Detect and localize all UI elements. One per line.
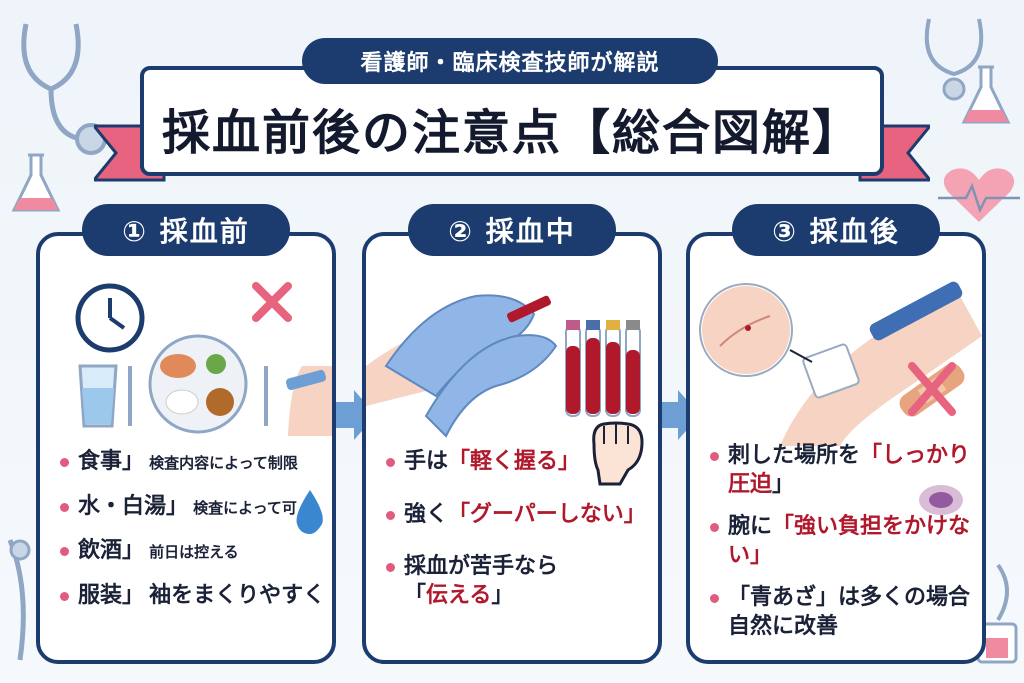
list-item: 水・白湯」 検査によって可 — [58, 493, 326, 522]
list-item: 食事」 検査内容によって制限 — [58, 448, 326, 477]
title-banner: 採血前後の注意点【総合図解】 — [140, 66, 884, 176]
during-list: 手は「軽く握る」 強く「グーパーしない」 採血が苦手なら「伝える」 — [384, 448, 652, 634]
panel-during: 手は「軽く握る」 強く「グーパーしない」 採血が苦手なら「伝える」 — [362, 232, 662, 664]
water-drop-icon — [296, 490, 323, 534]
list-item: 採血が苦手なら「伝える」 — [384, 553, 652, 610]
list-item: 手は「軽く握る」 — [384, 448, 652, 477]
bandage-icon — [899, 362, 965, 417]
list-item: 強く「グーパーしない」 — [384, 501, 652, 530]
after-list: 刺した場所を「しっかり圧迫」 腕に「強い負担をかけない」 「青あざ」は多くの場合… — [708, 442, 976, 656]
gloved-hands-icon — [366, 294, 558, 438]
during-illustration — [366, 294, 641, 438]
clock-icon — [75, 283, 145, 353]
subtitle-badge: 看護師・臨床検査技師が解説 — [302, 38, 718, 84]
page-title: 採血前後の注意点【総合図解】 — [161, 105, 862, 161]
before-list: 食事」 検査内容によって制限 水・白湯」 検査によって可 飲酒」 前日は控える … — [58, 448, 326, 626]
meal-plate-icon — [148, 334, 248, 434]
step-label-before: ① 採血前 — [82, 204, 290, 256]
fist-icon — [592, 421, 644, 486]
panel-before: 食事」 検査内容によって制限 水・白湯」 検査によって可 飲酒」 前日は控える … — [36, 232, 336, 664]
magnify-circle-icon — [698, 282, 794, 378]
list-item: 服装」 袖をまくりやすく — [58, 582, 326, 611]
heart-icon — [938, 168, 1020, 222]
stethoscope-icon — [7, 539, 31, 661]
water-glass-icon — [78, 364, 118, 428]
blood-tubes-icon — [565, 320, 641, 417]
stethoscope-icon — [21, 23, 107, 155]
list-item: 腕に「強い負担をかけない」 — [708, 513, 976, 570]
flask-icon — [11, 153, 61, 212]
flask-icon — [961, 65, 1011, 124]
before-illustration — [75, 282, 332, 436]
after-illustration — [698, 281, 982, 446]
stethoscope-icon — [924, 18, 984, 101]
list-item: 刺した場所を「しっかり圧迫」 — [708, 442, 976, 499]
flask-icon — [976, 563, 1018, 664]
list-item: 飲酒」 前日は控える — [58, 537, 326, 566]
step-label-after: ③ 採血後 — [732, 204, 940, 256]
cross-mark-icon — [252, 282, 292, 322]
list-item: 「青あざ」は多くの場合自然に改善 — [708, 584, 976, 641]
panel-after: 刺した場所を「しっかり圧迫」 腕に「強い負担をかけない」 「青あざ」は多くの場合… — [686, 232, 986, 664]
bruise-icon — [919, 485, 963, 515]
step-label-during: ② 採血中 — [408, 204, 616, 256]
